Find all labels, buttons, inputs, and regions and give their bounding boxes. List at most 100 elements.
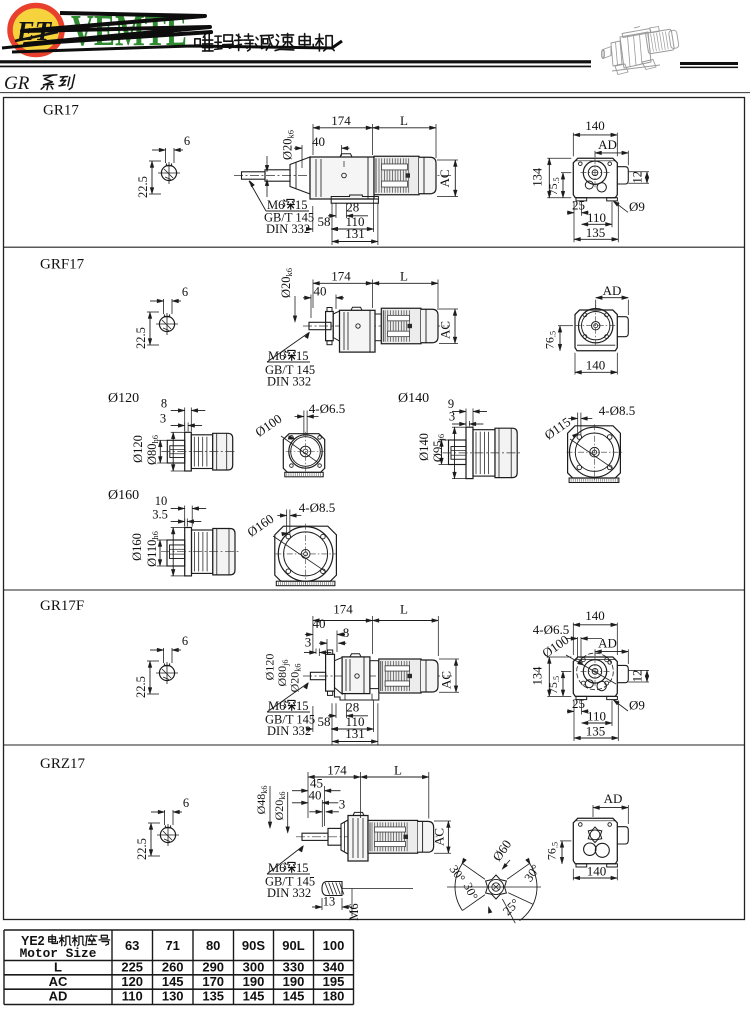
svg-text:4-Ø6.5: 4-Ø6.5 <box>533 622 569 637</box>
svg-text:174: 174 <box>327 763 347 778</box>
svg-text:25: 25 <box>572 696 585 711</box>
svg-text:260: 260 <box>162 960 184 975</box>
svg-text:140: 140 <box>586 358 606 373</box>
svg-text:110: 110 <box>587 210 606 225</box>
svg-text:4-Ø8.5: 4-Ø8.5 <box>299 500 335 515</box>
svg-text:300: 300 <box>243 960 265 975</box>
svg-text:Ø120: Ø120 <box>131 435 145 463</box>
svg-text:DIN 332: DIN 332 <box>267 886 311 900</box>
svg-text:145: 145 <box>283 988 305 1003</box>
svg-text:134: 134 <box>531 666 545 686</box>
svg-text:8: 8 <box>161 397 167 411</box>
svg-text:9: 9 <box>448 397 454 411</box>
svg-text:GB/T 145: GB/T 145 <box>265 363 315 377</box>
svg-text:63: 63 <box>125 938 139 953</box>
svg-text:GB/T 145: GB/T 145 <box>264 211 314 225</box>
svg-text:AC: AC <box>437 169 452 187</box>
svg-text:3.5: 3.5 <box>152 508 168 522</box>
svg-text:71: 71 <box>165 938 179 953</box>
svg-text:80: 80 <box>206 938 220 953</box>
svg-text:22.5: 22.5 <box>134 676 148 698</box>
svg-text:174: 174 <box>333 602 353 617</box>
svg-text:Ø160: Ø160 <box>130 533 144 561</box>
svg-text:AC: AC <box>438 321 453 339</box>
svg-text:Ø9: Ø9 <box>629 698 645 713</box>
svg-text:GRF17: GRF17 <box>40 257 85 273</box>
svg-text:110: 110 <box>345 714 364 729</box>
svg-text:Ø9: Ø9 <box>629 199 645 214</box>
svg-text:225: 225 <box>121 960 143 975</box>
svg-text:Ø140: Ø140 <box>417 433 431 461</box>
svg-text:12: 12 <box>631 670 645 683</box>
svg-text:DIN 332: DIN 332 <box>267 724 311 738</box>
svg-text:40: 40 <box>313 616 326 631</box>
svg-text:AD: AD <box>49 988 68 1003</box>
svg-text:15: 15 <box>295 198 308 212</box>
svg-text:GRZ17: GRZ17 <box>40 756 86 772</box>
svg-text:3: 3 <box>160 412 166 426</box>
svg-text:DIN 332: DIN 332 <box>267 375 311 389</box>
svg-text:90S: 90S <box>242 938 265 953</box>
svg-text:3: 3 <box>339 797 346 812</box>
svg-text:M6: M6 <box>268 861 285 875</box>
svg-text:90L: 90L <box>282 938 304 953</box>
svg-text:GB/T 145: GB/T 145 <box>265 875 315 889</box>
svg-text:15: 15 <box>296 861 309 875</box>
svg-text:4-Ø6.5: 4-Ø6.5 <box>309 401 345 416</box>
svg-text:M6: M6 <box>347 903 361 920</box>
svg-text:L: L <box>54 960 62 975</box>
svg-text:L: L <box>394 763 402 778</box>
svg-text:3: 3 <box>305 635 312 650</box>
svg-text:30°: 30° <box>461 880 481 902</box>
svg-text:22.5: 22.5 <box>134 327 148 349</box>
svg-text:L: L <box>400 113 408 128</box>
svg-text:340: 340 <box>323 960 345 975</box>
svg-text:M6: M6 <box>267 198 284 212</box>
svg-text:Ø95j6: Ø95j6 <box>431 434 446 462</box>
svg-text:145: 145 <box>243 988 265 1003</box>
svg-text:330: 330 <box>283 960 305 975</box>
svg-text:140: 140 <box>587 864 607 879</box>
svg-text:AD: AD <box>598 137 617 152</box>
svg-text:AC: AC <box>432 828 447 846</box>
svg-text:134: 134 <box>531 167 545 187</box>
svg-text:22.5: 22.5 <box>136 176 150 198</box>
svg-text:100: 100 <box>323 938 345 953</box>
svg-text:290: 290 <box>202 960 224 975</box>
svg-text:40: 40 <box>309 788 322 803</box>
svg-text:174: 174 <box>331 113 351 128</box>
svg-text:GR17F: GR17F <box>40 598 84 614</box>
svg-text:174: 174 <box>331 268 351 283</box>
svg-text:190: 190 <box>243 974 265 989</box>
svg-text:180: 180 <box>323 988 345 1003</box>
svg-text:15: 15 <box>296 349 309 363</box>
svg-text:130: 130 <box>162 988 184 1003</box>
svg-text:45: 45 <box>310 776 323 791</box>
svg-text:AD: AD <box>604 791 623 806</box>
svg-text:AC: AC <box>49 974 68 989</box>
svg-text:15: 15 <box>296 699 309 713</box>
svg-text:195: 195 <box>323 974 345 989</box>
svg-text:L: L <box>400 268 408 283</box>
svg-text:110: 110 <box>122 988 143 1003</box>
svg-text:Ø140: Ø140 <box>398 391 429 406</box>
svg-text:120: 120 <box>121 974 143 989</box>
svg-text:GB/T 145: GB/T 145 <box>265 713 315 727</box>
svg-text:58: 58 <box>318 714 331 729</box>
svg-text:Motor Size: Motor Size <box>20 946 97 961</box>
svg-text:135: 135 <box>586 724 606 739</box>
svg-text:Ø120: Ø120 <box>108 391 139 406</box>
svg-text:6: 6 <box>184 134 190 148</box>
svg-text:AD: AD <box>603 283 622 298</box>
svg-text:YE2: YE2 <box>21 934 45 948</box>
svg-text:6: 6 <box>182 634 188 648</box>
svg-text:40: 40 <box>314 283 327 298</box>
svg-text:131: 131 <box>345 226 365 241</box>
svg-text:140: 140 <box>585 608 605 623</box>
svg-text:8: 8 <box>343 625 350 640</box>
svg-text:13: 13 <box>323 895 336 909</box>
svg-text:Ø80j6: Ø80j6 <box>275 659 290 686</box>
svg-text:4-Ø8.5: 4-Ø8.5 <box>599 403 635 418</box>
svg-text:GR: GR <box>4 73 30 94</box>
svg-text:GR17: GR17 <box>43 103 79 119</box>
